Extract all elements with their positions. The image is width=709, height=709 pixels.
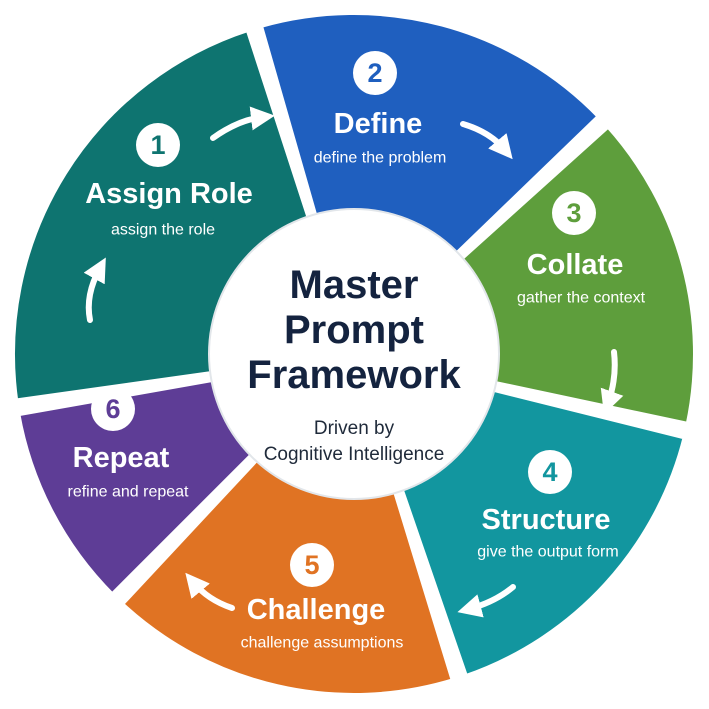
center-subtitle-line-1: Driven by bbox=[314, 418, 395, 439]
step-title: Define bbox=[334, 108, 423, 140]
step-number-badge bbox=[290, 543, 334, 587]
center-title-line-3: Framework bbox=[247, 353, 461, 397]
step-subtitle: assign the role bbox=[111, 222, 215, 239]
step-title: Collate bbox=[527, 249, 624, 281]
step-title: Assign Role bbox=[85, 178, 253, 210]
center-title-line-2: Prompt bbox=[284, 308, 424, 352]
center-subtitle: Driven by Cognitive Intelligence bbox=[264, 418, 445, 465]
step-subtitle: challenge assumptions bbox=[241, 635, 404, 652]
step-title: Structure bbox=[482, 504, 611, 536]
center-circle bbox=[208, 208, 500, 500]
arrow-5-to-6-icon bbox=[185, 572, 235, 611]
arrow-6-to-1-icon bbox=[83, 257, 106, 323]
step-title: Challenge bbox=[247, 594, 386, 626]
step-subtitle: give the output form bbox=[477, 544, 618, 561]
step-title: Repeat bbox=[73, 442, 170, 474]
step-number: 3 bbox=[566, 198, 581, 228]
center-title: Master Prompt Framework bbox=[247, 263, 461, 397]
step-number: 2 bbox=[367, 58, 382, 88]
arrow-4-to-5-icon bbox=[457, 584, 516, 618]
step-number-badge bbox=[91, 387, 135, 431]
step-number: 5 bbox=[304, 550, 319, 580]
step-subtitle: refine and repeat bbox=[68, 484, 190, 501]
step-subtitle: gather the context bbox=[517, 290, 646, 307]
arrow-2-to-3-icon bbox=[460, 121, 513, 160]
step-number-badge bbox=[552, 191, 596, 235]
step-number-badge bbox=[528, 450, 572, 494]
step-number: 6 bbox=[105, 394, 120, 424]
step-number-badge bbox=[353, 51, 397, 95]
step-subtitle: define the problem bbox=[314, 150, 447, 167]
segment-2-define: 2 Define define the problem bbox=[256, 9, 604, 267]
segment-3-collate: 3 Collate gather the context bbox=[447, 122, 699, 429]
cycle-arrows bbox=[83, 106, 624, 618]
step-number: 1 bbox=[150, 130, 165, 160]
center-title-line-1: Master bbox=[290, 263, 419, 307]
arrow-3-to-4-icon bbox=[600, 349, 624, 415]
segment-5-challenge: 5 Challenge challenge assumptions bbox=[117, 446, 457, 699]
center-subtitle-line-2: Cognitive Intelligence bbox=[264, 444, 445, 465]
arrow-1-to-2-icon bbox=[210, 106, 275, 141]
step-number: 4 bbox=[542, 457, 557, 487]
step-number-badge bbox=[136, 123, 180, 167]
